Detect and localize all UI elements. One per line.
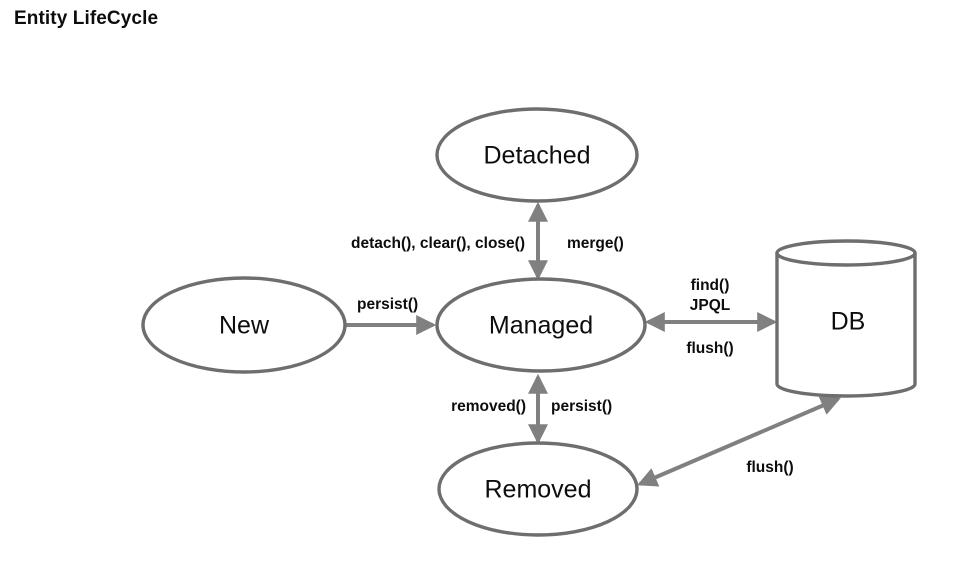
edge-new-to-managed: persist() — [346, 296, 437, 335]
removed-ellipse[interactable] — [437, 441, 639, 537]
edge-managed-db: find() JPQL flush() — [644, 277, 778, 357]
edge-label-persist-new: persist() — [357, 296, 418, 313]
edge-removed-db: flush() — [637, 396, 841, 487]
node-detached[interactable]: Detached — [435, 107, 639, 203]
new-label: New — [219, 312, 270, 340]
edge-label-merge: merge() — [567, 235, 624, 252]
managed-ellipse[interactable] — [435, 277, 647, 373]
edge-label-flush-removed-db: flush() — [746, 459, 793, 476]
edge-label-persist-removed: persist() — [551, 398, 612, 415]
detached-label: Detached — [483, 142, 590, 170]
edge-label-flush-managed-db: flush() — [686, 340, 733, 357]
edge-detached-managed: detach(), clear(), close() merge() — [351, 201, 624, 281]
page-title: Entity LifeCycle — [14, 8, 159, 29]
managed-label: Managed — [489, 312, 593, 340]
node-managed[interactable]: Managed — [435, 277, 647, 373]
edge-label-removed: removed() — [451, 398, 526, 415]
edge-managed-removed: removed() persist() — [451, 373, 612, 445]
edge-line-removed-db — [637, 396, 841, 487]
node-db[interactable]: DB — [775, 239, 917, 398]
db-cylinder-body[interactable] — [775, 251, 917, 398]
db-label: DB — [831, 308, 866, 336]
edge-label-find: find() — [691, 277, 730, 294]
detached-ellipse[interactable] — [435, 107, 639, 203]
node-removed[interactable]: Removed — [437, 441, 639, 537]
edge-label-detach-clear-close: detach(), clear(), close() — [351, 235, 525, 252]
removed-label: Removed — [485, 476, 592, 504]
edge-label-jpql: JPQL — [690, 297, 730, 314]
new-ellipse[interactable] — [141, 276, 347, 374]
db-cylinder-top[interactable] — [775, 239, 917, 267]
node-new[interactable]: New — [141, 276, 347, 374]
